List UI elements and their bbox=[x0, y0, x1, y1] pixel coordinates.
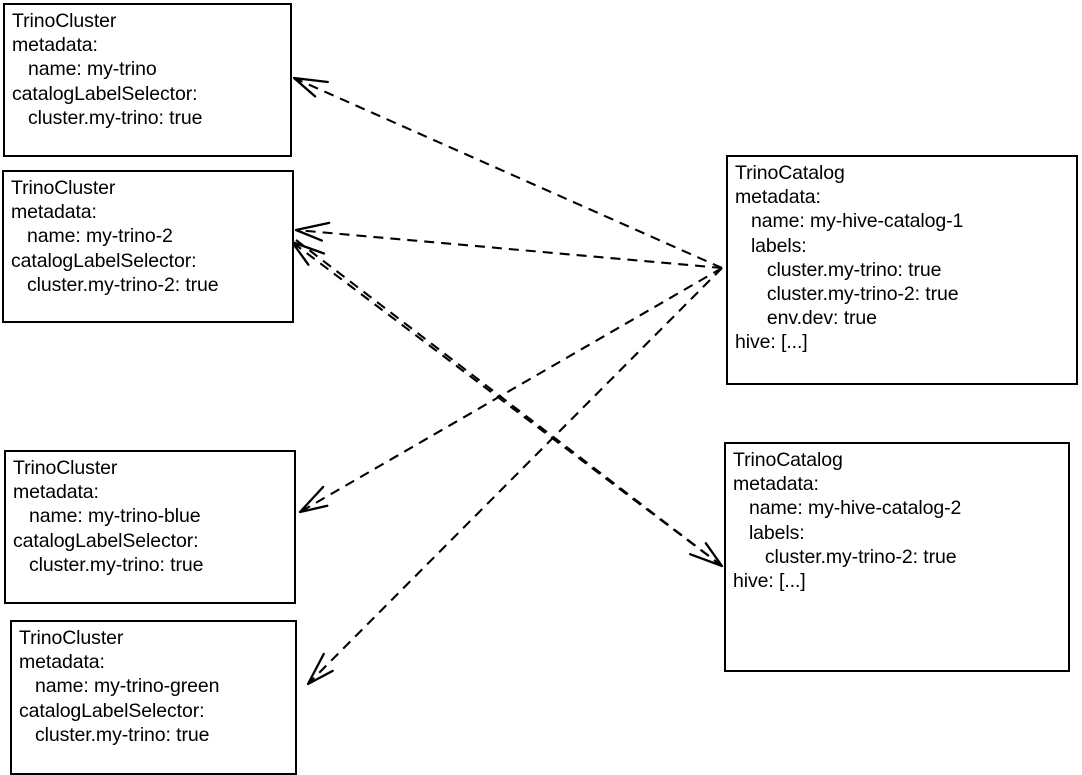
edge-my-trino-2-to-catalog2 bbox=[295, 239, 723, 567]
node-text-line: cluster.my-trino-2: true bbox=[733, 545, 957, 568]
node-kind-label: TrinoCatalog bbox=[733, 449, 843, 471]
node-text-line: name: my-trino bbox=[12, 58, 157, 81]
node-text-line: cluster.my-trino-2: true bbox=[735, 283, 959, 306]
node-kind-label: TrinoCluster bbox=[12, 10, 117, 32]
edge-catalog2-to-my-trino-2 bbox=[291, 241, 723, 567]
node-text-line: metadata: bbox=[735, 186, 821, 209]
edge-my-trino-2-to-catalog2-arrowhead bbox=[688, 542, 724, 568]
node-text-line: cluster.my-trino: true bbox=[19, 723, 210, 746]
node-text-line: name: my-hive-catalog-1 bbox=[735, 210, 964, 233]
edge-catalog1-to-my-trino-blue-arrowhead bbox=[298, 485, 329, 514]
node-text-line: name: my-trino-green bbox=[19, 675, 220, 698]
edge-catalog2-to-my-trino-2-arrowhead bbox=[290, 240, 326, 266]
node-text-line: catalogLabelSelector: bbox=[19, 699, 205, 722]
node-text-line: cluster.my-trino-2: true bbox=[11, 273, 219, 296]
node-text-line: name: my-trino-2 bbox=[11, 225, 173, 248]
node-text-line: cluster.my-trino: true bbox=[735, 258, 942, 281]
edge-catalog1-to-my-trino-arrowhead bbox=[292, 76, 329, 98]
node-text-line: metadata: bbox=[12, 34, 98, 57]
edge-catalog1-to-my-trino-blue bbox=[299, 267, 723, 513]
node-text-line: labels: bbox=[733, 521, 805, 544]
node-kind-label: TrinoCluster bbox=[19, 627, 124, 649]
node-text-line: cluster.my-trino: true bbox=[13, 553, 204, 576]
node-text-line: labels: bbox=[735, 234, 807, 257]
node-kind-label: TrinoCatalog bbox=[735, 162, 845, 184]
node-text-line: metadata: bbox=[11, 201, 97, 224]
node-text-line: metadata: bbox=[13, 481, 99, 504]
node-text-line: hive: [...] bbox=[735, 331, 808, 354]
edge-catalog1-to-my-trino-green-arrowhead bbox=[306, 652, 334, 686]
node-kind-label: TrinoCluster bbox=[11, 177, 116, 199]
node-text-line: name: my-trino-blue bbox=[13, 505, 201, 528]
node-text-line: cluster.my-trino: true bbox=[12, 106, 203, 129]
node-text-line: catalogLabelSelector: bbox=[13, 529, 199, 552]
node-text-line: hive: [...] bbox=[733, 570, 806, 593]
node-text-line: catalogLabelSelector: bbox=[11, 249, 197, 272]
node-text-line: env.dev: true bbox=[735, 307, 877, 330]
edge-catalog1-to-my-trino-2-arrowhead bbox=[294, 221, 331, 242]
node-text-line: name: my-hive-catalog-2 bbox=[733, 497, 962, 520]
edge-catalog1-to-my-trino-green bbox=[307, 267, 723, 685]
edge-catalog1-to-my-trino bbox=[293, 77, 723, 269]
node-text-line: catalogLabelSelector: bbox=[12, 82, 198, 105]
node-text-line: metadata: bbox=[19, 651, 105, 674]
node-text-line: metadata: bbox=[733, 473, 819, 496]
node-kind-label: TrinoCluster bbox=[13, 457, 118, 479]
edge-catalog1-to-my-trino-2 bbox=[295, 228, 723, 270]
